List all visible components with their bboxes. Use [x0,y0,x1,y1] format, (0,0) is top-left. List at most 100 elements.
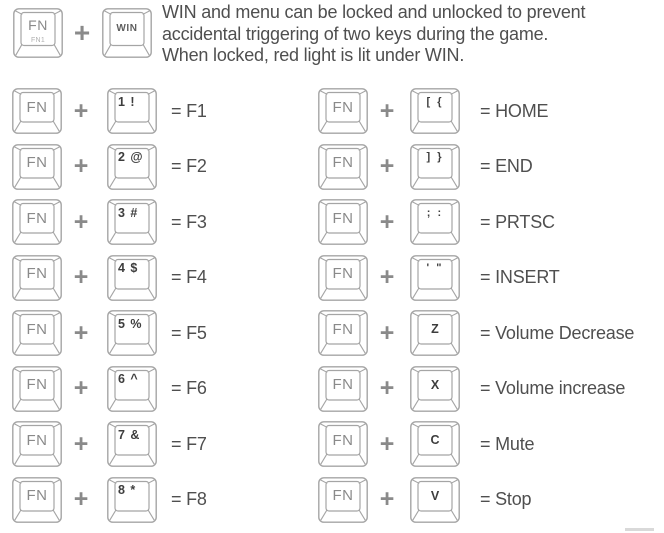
combo-result: = Volume Decrease [480,322,635,343]
keycap-outline-icon [410,421,460,467]
description-line: accidental triggering of two keys during… [162,23,549,44]
key-legend: FN [26,265,48,283]
keycap-outline-icon [12,476,62,523]
keycap-outline-icon [12,421,62,467]
keycap-outline-icon [107,365,157,412]
keycap-outline-icon [107,143,157,190]
keycap-outline-icon [107,476,157,523]
combo-result: = F4 [171,267,207,287]
combo-keycap: 6 ^ [107,365,157,412]
key-legend: 8 * [118,483,137,497]
plus-sign: + [379,152,395,180]
combo-keycap: Z [410,310,460,356]
combo-keycap: 8 * [107,476,157,523]
keycap-outline-icon [107,88,157,134]
key-legend: ] } [426,151,444,163]
keycap-outline-icon [107,421,157,467]
key-legend: 1 ! [118,94,136,109]
combo-result: = F2 [171,156,207,176]
fn-keycap: FN [318,143,368,190]
plus-sign: + [73,96,89,125]
combo-keycap: C [410,421,460,467]
combo-keycap: 2 @ [107,143,157,190]
fn-keycap: FN [12,365,62,412]
combo-row: FN + ' " = INSERT [318,254,634,301]
keycap-outline-icon [12,143,62,190]
combo-row: FN +1 ! = F1 [12,88,207,134]
combo-row: FN+X= Volume increase [318,365,634,412]
key-legend: FN [332,265,354,283]
combo-keycap: 4 $ [107,254,157,301]
combo-result: = PRTSC [480,211,555,232]
combo-row: FN +7 & = F7 [12,421,207,467]
combo-row: FN+C= Mute [318,421,634,467]
fn-keycap: FN [12,476,62,523]
combo-keycap: ] } [410,143,460,190]
combo-result: = Volume increase [480,378,626,398]
win-keycap: WIN [102,8,152,58]
key-legend: FN [26,98,48,116]
combo-result: = Stop [480,489,532,509]
key-legend: 7 & [118,427,141,442]
combo-row: FN+3 #= F3 [12,199,207,245]
fn-keycap: FN [318,199,368,245]
combo-result: = F5 [171,322,207,343]
combo-row: FN+6 ^= F6 [12,365,207,412]
plus-sign: + [379,374,395,402]
combo-keycap: V [410,476,460,523]
header-description: WIN and menu can be locked and unlocked … [162,2,585,67]
keycap-outline-icon [410,254,460,301]
key-legend: WIN [116,23,138,34]
plus-sign: + [379,263,395,291]
combo-row: FN+8 *= F8 [12,476,207,523]
key-legend: 5 % [118,316,143,331]
key-sublegend: FN1 [30,36,46,44]
key-legend: ; : [426,206,444,219]
win-keycap: WIN [102,8,152,58]
keycap-outline-icon [318,365,368,412]
combo-result: = INSERT [480,267,560,287]
fn-keycap: FN [12,310,62,356]
key-legend: FN [332,487,354,505]
keycap-outline-icon [102,8,152,58]
combo-row: FN+4 $= F4 [12,254,207,301]
keycap-outline-icon [12,310,62,356]
key-legend: [ { [426,95,444,108]
keycap-outline-icon [12,365,62,412]
key-legend: ' " [426,262,444,274]
key-legend: FN [26,431,48,449]
fn-keycap: FN [318,88,368,134]
description-line: When locked, red light is lit under WIN. [162,45,465,65]
fn-keycap: FN [12,199,62,245]
keycap-outline-icon [107,254,157,301]
key-legend: Z [431,322,439,336]
key-legend: 4 $ [118,261,139,275]
plus-sign: + [379,429,395,458]
combo-result: = F7 [171,433,207,454]
keycap-outline-icon [410,476,460,523]
fn-keycap: FN [318,310,368,356]
fn-keycap: FN [318,254,368,301]
key-legend: 6 ^ [118,372,139,386]
combo-keycap: 1 ! [107,88,157,134]
combo-keycap: 7 & [107,421,157,467]
fn-keycap: FN [318,476,368,523]
combo-row: FN + ; : = PRTSC [318,199,634,245]
keycap-outline-icon [410,88,460,134]
combo-keycap: 3 # [107,199,157,245]
page-corner-artifact [625,528,654,531]
plus-sign: + [379,96,395,125]
keycap-outline-icon [13,8,63,58]
plus-sign: + [73,429,89,458]
plus-sign: + [379,207,395,236]
combo-result: = F1 [171,100,207,121]
key-legend: FN [26,320,48,338]
fn-keycap: FN [12,88,62,134]
key-legend: C [430,433,440,447]
combo-row: FN+5 %= F5 [12,310,207,356]
plus-sign: + [73,17,91,48]
fn-keycap: FN [318,421,368,467]
